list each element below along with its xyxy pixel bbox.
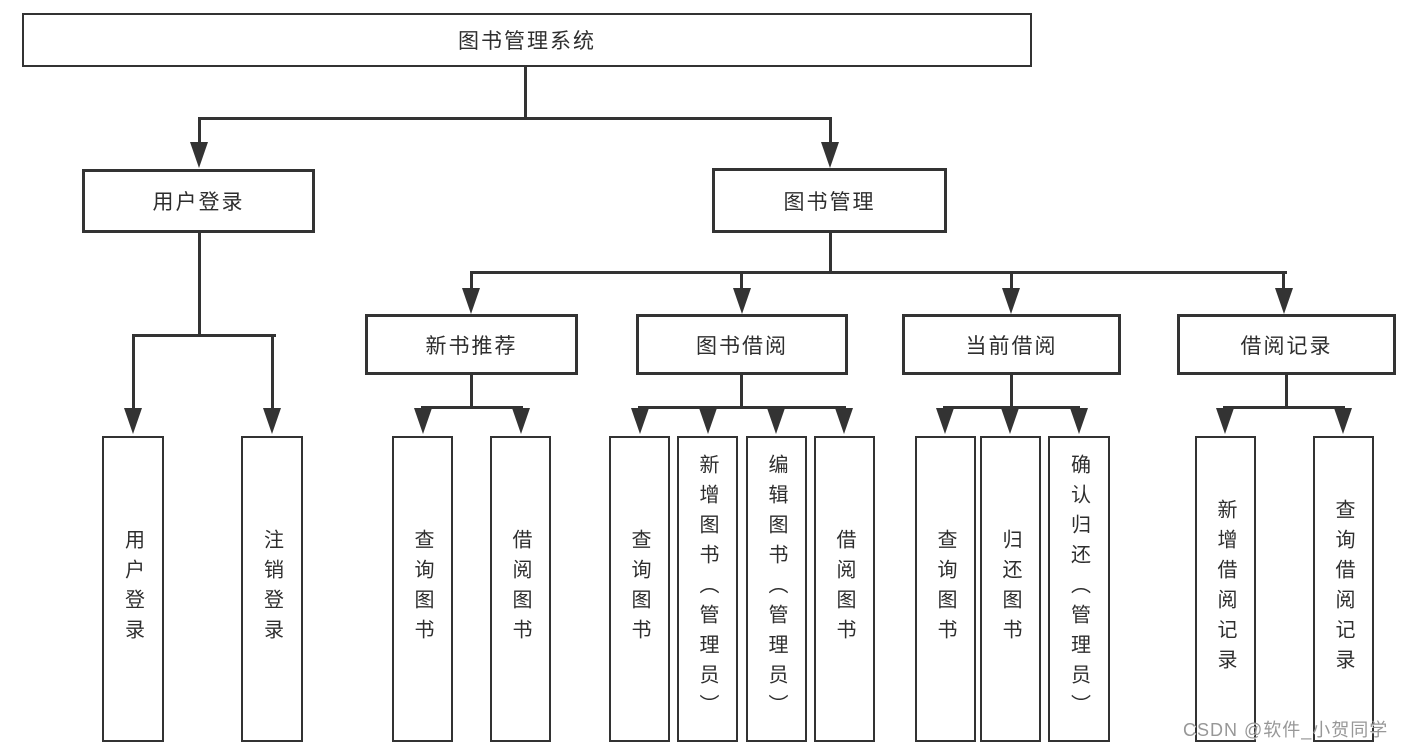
connector-to-new-book [470,271,473,291]
arrow-leaf [414,408,432,434]
connector-to-leaf-logout [271,334,274,412]
leaf-label: 查询图书 [411,529,433,649]
connector-borrow-records-rail [1223,406,1345,409]
leaf-label: 新增图书（管理员） [696,454,718,724]
node-new-book-recommend-label: 新书推荐 [425,334,518,358]
leaf-confirm-return-admin: 确认归还（管理员） [1048,436,1110,742]
arrow-to-new-book [462,288,480,314]
connector-to-book-borrow [740,271,743,291]
leaf-label: 查询图书 [628,529,650,649]
connector-borrow-records-stem [1285,374,1288,409]
leaf-logout-label: 注销登录 [260,529,283,649]
connector-user-login-stem [198,233,201,337]
csdn-watermark: CSDN @软件_小贺同学 [1183,720,1389,740]
connector-to-borrow-records [1282,271,1285,291]
connector-user-login-rail [132,334,276,337]
arrow-to-book-borrow [733,288,751,314]
arrow-leaf [835,408,853,434]
node-borrow-records: 借阅记录 [1177,314,1396,375]
connector-level2-rail [470,271,1287,274]
arrow-leaf [1070,408,1088,434]
arrow-to-book-mgmt [821,142,839,168]
node-current-borrow-label: 当前借阅 [965,334,1058,358]
leaf-logout: 注销登录 [241,436,303,742]
node-book-borrow: 图书借阅 [636,314,848,375]
leaf-query-books-recommend: 查询图书 [392,436,453,742]
arrow-leaf [631,408,649,434]
arrow-leaf [1001,408,1019,434]
leaf-label: 借阅图书 [833,529,855,649]
leaf-label: 确认归还（管理员） [1067,454,1090,724]
leaf-borrow-books-recommend: 借阅图书 [490,436,551,742]
leaf-add-borrow-record: 新增借阅记录 [1195,436,1256,742]
arrow-to-borrow-records [1275,288,1293,314]
arrow-leaf [512,408,530,434]
leaf-borrow-books: 借阅图书 [814,436,875,742]
leaf-label: 借阅图书 [509,529,531,649]
connector-book-mgmt-stem [829,233,832,274]
arrow-leaf [699,408,717,434]
arrow-leaf [1334,408,1352,434]
connector-level1-rail [198,117,832,120]
node-book-borrow-label: 图书借阅 [696,334,788,358]
leaf-label: 查询借阅记录 [1332,499,1354,679]
leaf-query-books-current: 查询图书 [915,436,976,742]
arrow-leaf [767,408,785,434]
connector-to-current-borrow [1010,271,1013,291]
connector-new-book-rail [421,406,523,409]
node-book-management: 图书管理 [712,168,947,233]
node-root: 图书管理系统 [22,13,1032,67]
connector-book-borrow-rail [638,406,846,409]
leaf-return-books: 归还图书 [980,436,1041,742]
arrow-to-leaf-user-login [124,408,142,434]
arrow-leaf [936,408,954,434]
connector-to-book-mgmt [829,117,832,145]
connector-to-user-login [198,117,201,145]
leaf-query-books-borrow: 查询图书 [609,436,670,742]
node-borrow-records-label: 借阅记录 [1240,334,1333,358]
node-user-login: 用户登录 [82,169,315,233]
leaf-query-borrow-record: 查询借阅记录 [1313,436,1374,742]
connector-current-borrow-rail [943,406,1080,409]
connector-new-book-stem [470,374,473,409]
leaf-label: 新增借阅记录 [1214,499,1236,679]
leaf-add-books-admin: 新增图书（管理员） [677,436,738,742]
node-user-login-label: 用户登录 [152,191,245,214]
node-root-label: 图书管理系统 [458,30,596,53]
leaf-user-login: 用户登录 [102,436,164,742]
node-current-borrow: 当前借阅 [902,314,1121,375]
connector-current-borrow-stem [1010,374,1013,409]
leaf-edit-books-admin: 编辑图书（管理员） [746,436,807,742]
arrow-to-user-login [190,142,208,168]
node-book-management-label: 图书管理 [783,190,876,214]
leaf-label: 查询图书 [934,529,956,649]
node-new-book-recommend: 新书推荐 [365,314,578,375]
leaf-label: 归还图书 [999,529,1021,649]
arrow-to-leaf-logout [263,408,281,434]
leaf-user-login-label: 用户登录 [121,529,144,649]
connector-to-leaf-user-login [132,334,135,412]
leaf-label: 编辑图书（管理员） [765,454,787,724]
connector-book-borrow-stem [740,374,743,409]
arrow-to-current-borrow [1002,288,1020,314]
connector-root-stem [524,67,527,118]
arrow-leaf [1216,408,1234,434]
